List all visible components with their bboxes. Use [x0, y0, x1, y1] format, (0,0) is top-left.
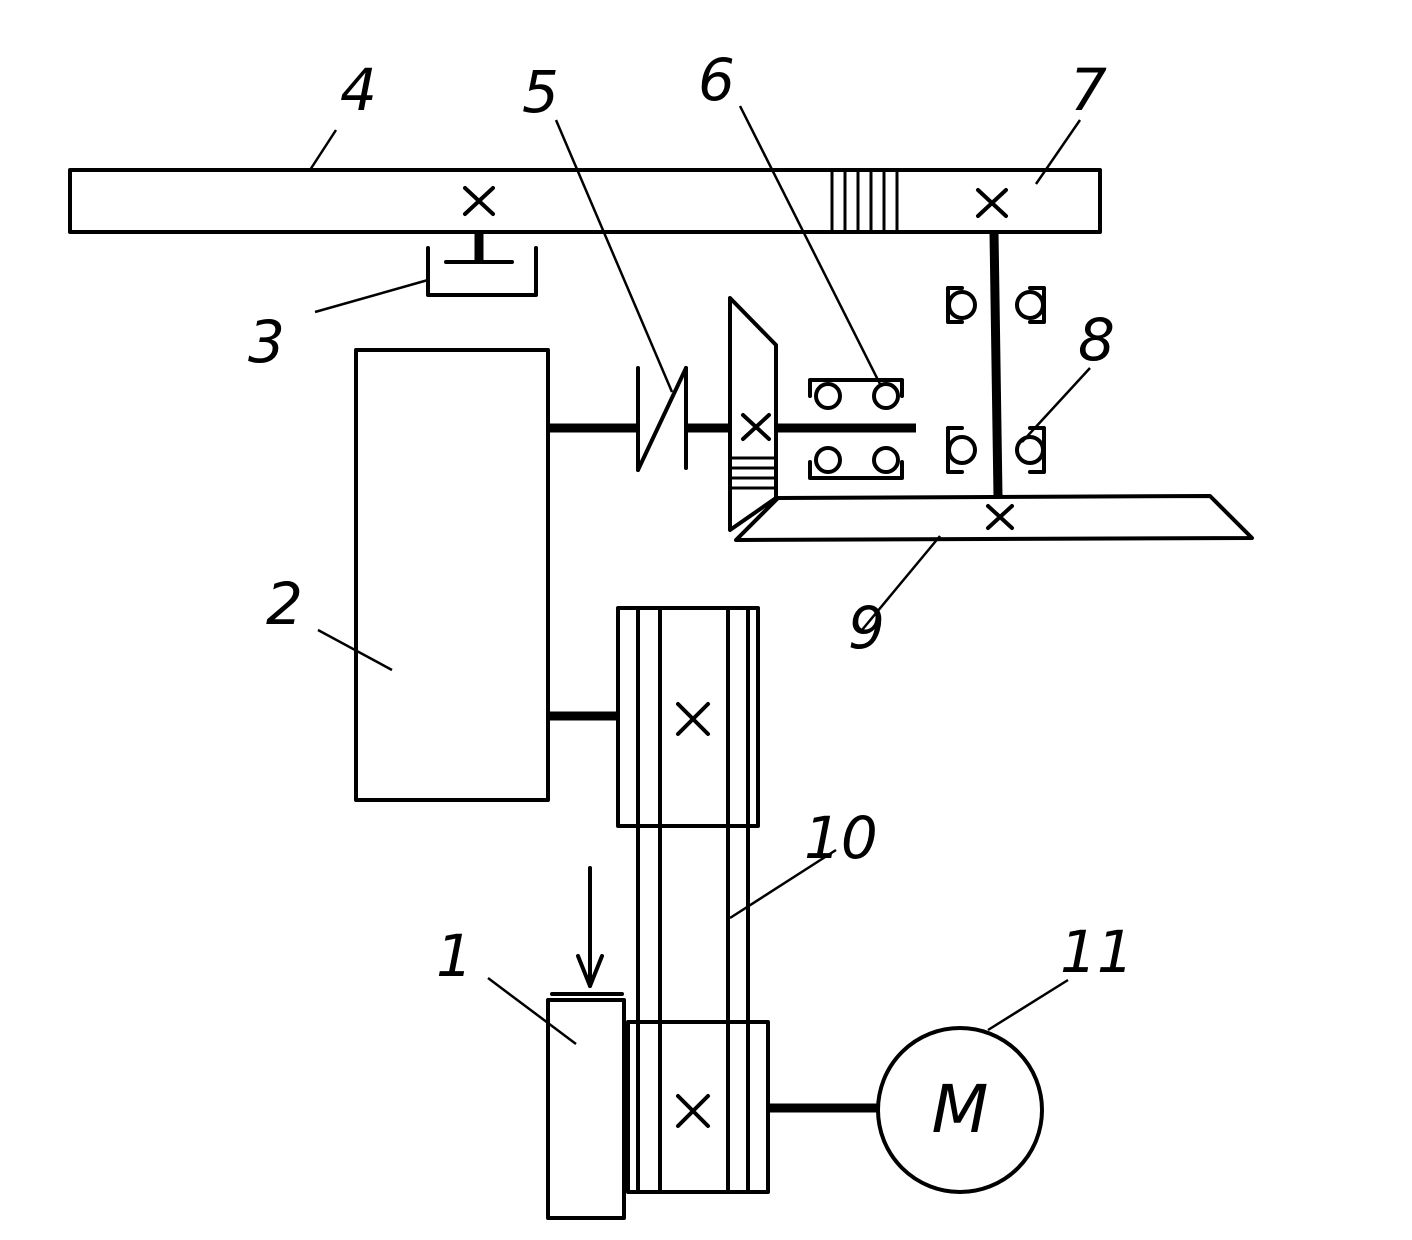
label-1: 1 — [436, 922, 473, 990]
label-6: 6 — [698, 46, 735, 114]
shaft-6 — [776, 378, 916, 480]
leader-lines — [308, 105, 1091, 1045]
label-7: 7 — [1070, 56, 1107, 124]
vertical-shaft — [946, 231, 1046, 497]
label-2: 2 — [266, 570, 303, 638]
label-8: 8 — [1078, 306, 1115, 374]
clutch-5 — [636, 366, 732, 472]
motor-11: M — [768, 1026, 1044, 1194]
label-4: 4 — [340, 56, 377, 124]
bearing-icon — [1015, 426, 1046, 474]
bearing-icon — [946, 426, 977, 474]
belt-drive-10 — [616, 606, 770, 1194]
cross-icon — [676, 702, 710, 736]
bevel-gear-9 — [734, 494, 1254, 542]
label-3: 3 — [248, 308, 285, 376]
brake-1 — [546, 866, 626, 1220]
gearbox-2 — [354, 348, 550, 802]
cross-icon — [463, 186, 495, 216]
arrow-down-icon — [576, 866, 604, 988]
cross-icon — [986, 504, 1014, 530]
cross-icon — [741, 413, 771, 441]
bevel-gear-vertical — [728, 296, 778, 532]
cross-icon — [676, 1094, 710, 1128]
label-11: 11 — [1060, 918, 1134, 986]
rack-teeth — [830, 170, 899, 232]
motor-symbol: M — [932, 1071, 989, 1148]
bearing-icon — [808, 378, 904, 410]
stop-3 — [426, 232, 538, 297]
label-10: 10 — [804, 804, 878, 872]
label-9: 9 — [848, 594, 885, 662]
cross-icon — [976, 188, 1008, 218]
beam-4 — [68, 168, 1102, 234]
callouts: 1 2 3 4 5 6 7 8 9 10 11 — [248, 46, 1134, 990]
bearing-icon — [946, 286, 977, 324]
bearing-icon — [808, 446, 904, 480]
label-5: 5 — [522, 58, 559, 126]
bearing-icon — [1015, 286, 1046, 324]
